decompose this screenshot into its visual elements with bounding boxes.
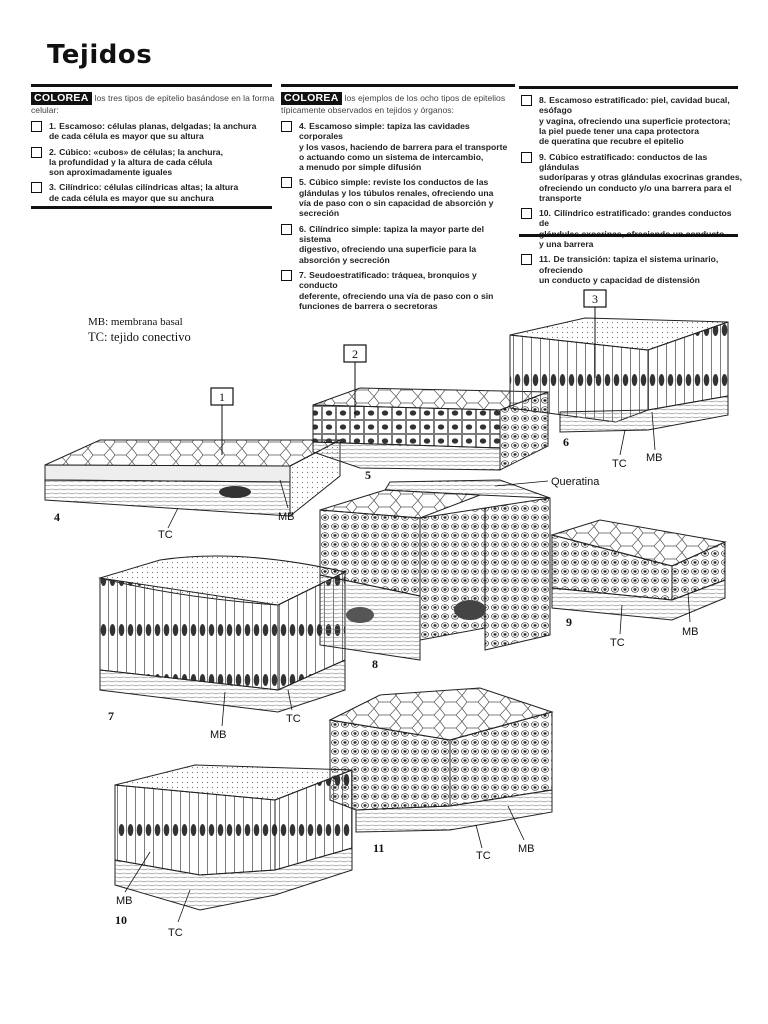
svg-text:3: 3 (592, 292, 598, 306)
label-mb-4: MB (278, 479, 295, 523)
label-mb-11: MB (507, 805, 535, 855)
checklist-item-9[interactable]: 9.Cúbico estratificado: conductos de las… (521, 151, 743, 204)
label-mb-7: MB (210, 691, 227, 741)
block-stratified-squamous (319, 479, 551, 661)
svg-text:TC: TC (610, 637, 625, 649)
section3-top-rule (519, 86, 738, 89)
checklist-item-10[interactable]: 10.Cilíndrico estratificado: grandes con… (521, 208, 743, 249)
block-number-9: 9 (566, 615, 572, 629)
checklist-item-7[interactable]: 7.Seudoestratificado: tráquea, bronquios… (281, 269, 515, 311)
section3-bottom-rule (519, 234, 738, 237)
checkbox[interactable] (281, 269, 292, 281)
section2-top-rule (281, 84, 515, 87)
block-pseudostratified (98, 555, 347, 713)
checklist-item-6[interactable]: 6.Cilíndrico simple: tapiza la mayor par… (281, 223, 515, 265)
label-mb-6: MB (646, 411, 663, 464)
label-tc-6: TC (612, 429, 627, 470)
block-simple-squamous (44, 439, 341, 518)
svg-text:TC: TC (476, 850, 491, 862)
block-number-7: 7 (108, 709, 114, 723)
checkbox[interactable] (281, 177, 292, 189)
block-stratified-columnar (114, 764, 353, 911)
colorea-badge: COLOREA (281, 92, 342, 105)
checkbox[interactable] (521, 151, 532, 163)
label-mb-10: MB (116, 851, 151, 907)
svg-text:MB: MB (518, 843, 535, 855)
section1-intro: los tres tipos de epitelio basándose en … (31, 93, 275, 115)
abbreviation-legend: MB: membrana basal TC: tejido conectivo (88, 316, 191, 345)
checkbox[interactable] (31, 146, 42, 158)
legend-tc: TC: tejido conectivo (88, 329, 191, 344)
label-mb-9: MB (682, 591, 699, 638)
checklist-item-3[interactable]: 3.Cilíndrico: células cilíndricas altas;… (31, 182, 276, 203)
svg-text:TC: TC (286, 713, 301, 725)
section3: 8.Escamoso estratificado: piel, cavidad … (521, 95, 743, 290)
checklist-item-11[interactable]: 11.De transición: tapiza el sistema urin… (521, 254, 743, 285)
checklist-item-5[interactable]: 5.Cúbico simple: reviste los conductos d… (281, 177, 515, 218)
label-tc-4: TC (158, 507, 179, 541)
block-number-6: 6 (563, 435, 569, 449)
label-queratina: Queratina (494, 476, 600, 488)
svg-text:MB: MB (646, 452, 663, 464)
checkbox[interactable] (521, 208, 532, 220)
svg-text:TC: TC (612, 458, 627, 470)
checkbox[interactable] (31, 120, 42, 132)
svg-text:TC: TC (158, 529, 173, 541)
label-tc-10: TC (168, 889, 191, 939)
checkbox[interactable] (281, 120, 292, 132)
block-number-5: 5 (365, 468, 371, 482)
checklist-item-8[interactable]: 8.Escamoso estratificado: piel, cavidad … (521, 95, 743, 147)
callout-box-2: 2 (343, 344, 367, 418)
checklist-item-2[interactable]: 2.Cúbico: «cubos» de células; la anchura… (31, 146, 276, 178)
checkbox[interactable] (521, 254, 532, 266)
section2-intro: los ejemplos de los ocho tipos de epitel… (281, 93, 506, 115)
svg-text:MB: MB (210, 729, 227, 741)
svg-text:1: 1 (219, 390, 225, 404)
colorea-badge: COLOREA (31, 92, 92, 105)
checklist-item-1[interactable]: 1.Escamoso: células planas, delgadas; la… (31, 120, 276, 142)
block-number-8: 8 (372, 657, 378, 671)
svg-text:TC: TC (168, 927, 183, 939)
block-simple-columnar (509, 317, 729, 433)
block-number-11: 11 (373, 841, 384, 855)
legend-mb: MB: membrana basal (88, 316, 183, 328)
checklist-item-4[interactable]: 4.Escamoso simple: tapiza las cavidades … (281, 120, 515, 173)
label-tc-7: TC (286, 689, 301, 725)
svg-text:MB: MB (116, 895, 133, 907)
label-tc-9: TC (610, 604, 625, 649)
block-stratified-cuboidal (550, 519, 727, 621)
svg-text:MB: MB (682, 626, 699, 638)
label-tc-11: TC (475, 824, 491, 862)
svg-text:MB: MB (278, 511, 295, 523)
svg-text:2: 2 (352, 347, 358, 361)
checkbox[interactable] (31, 182, 42, 194)
block-number-10: 10 (115, 913, 127, 927)
page-title: Tejidos (47, 40, 153, 70)
block-transitional (328, 687, 554, 833)
callout-box-1: 1 (210, 387, 234, 455)
epithelium-illustration: 1 2 3 4 5 6 7 8 9 10 11 TC MB (44, 289, 729, 939)
block-simple-cuboidal (312, 387, 549, 471)
section1-top-rule (31, 84, 272, 87)
checkbox[interactable] (521, 95, 532, 106)
callout-box-3: 3 (583, 289, 607, 378)
block-number-4: 4 (54, 510, 60, 524)
svg-text:Queratina: Queratina (551, 476, 600, 488)
section1-bottom-rule (31, 206, 272, 209)
checkbox[interactable] (281, 223, 292, 235)
